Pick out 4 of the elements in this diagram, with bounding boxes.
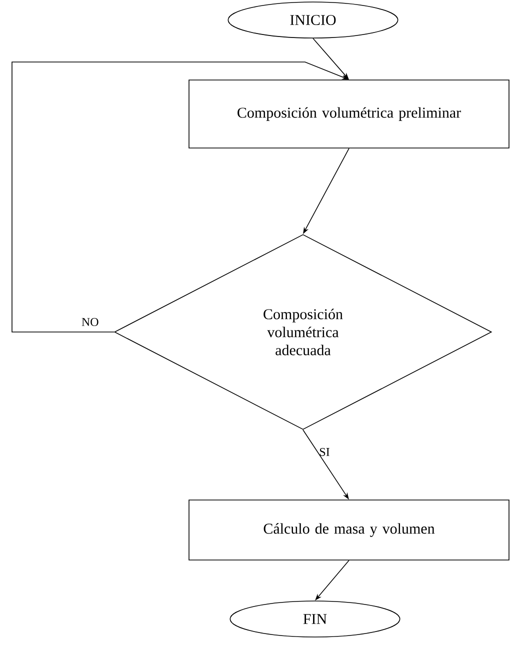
process-box: Cálculo de masa y volumen [188, 500, 510, 560]
edge-label: NO [82, 318, 98, 326]
process-box: Composición volumétrica preliminar [188, 80, 510, 148]
edge-label: SI [320, 448, 330, 456]
